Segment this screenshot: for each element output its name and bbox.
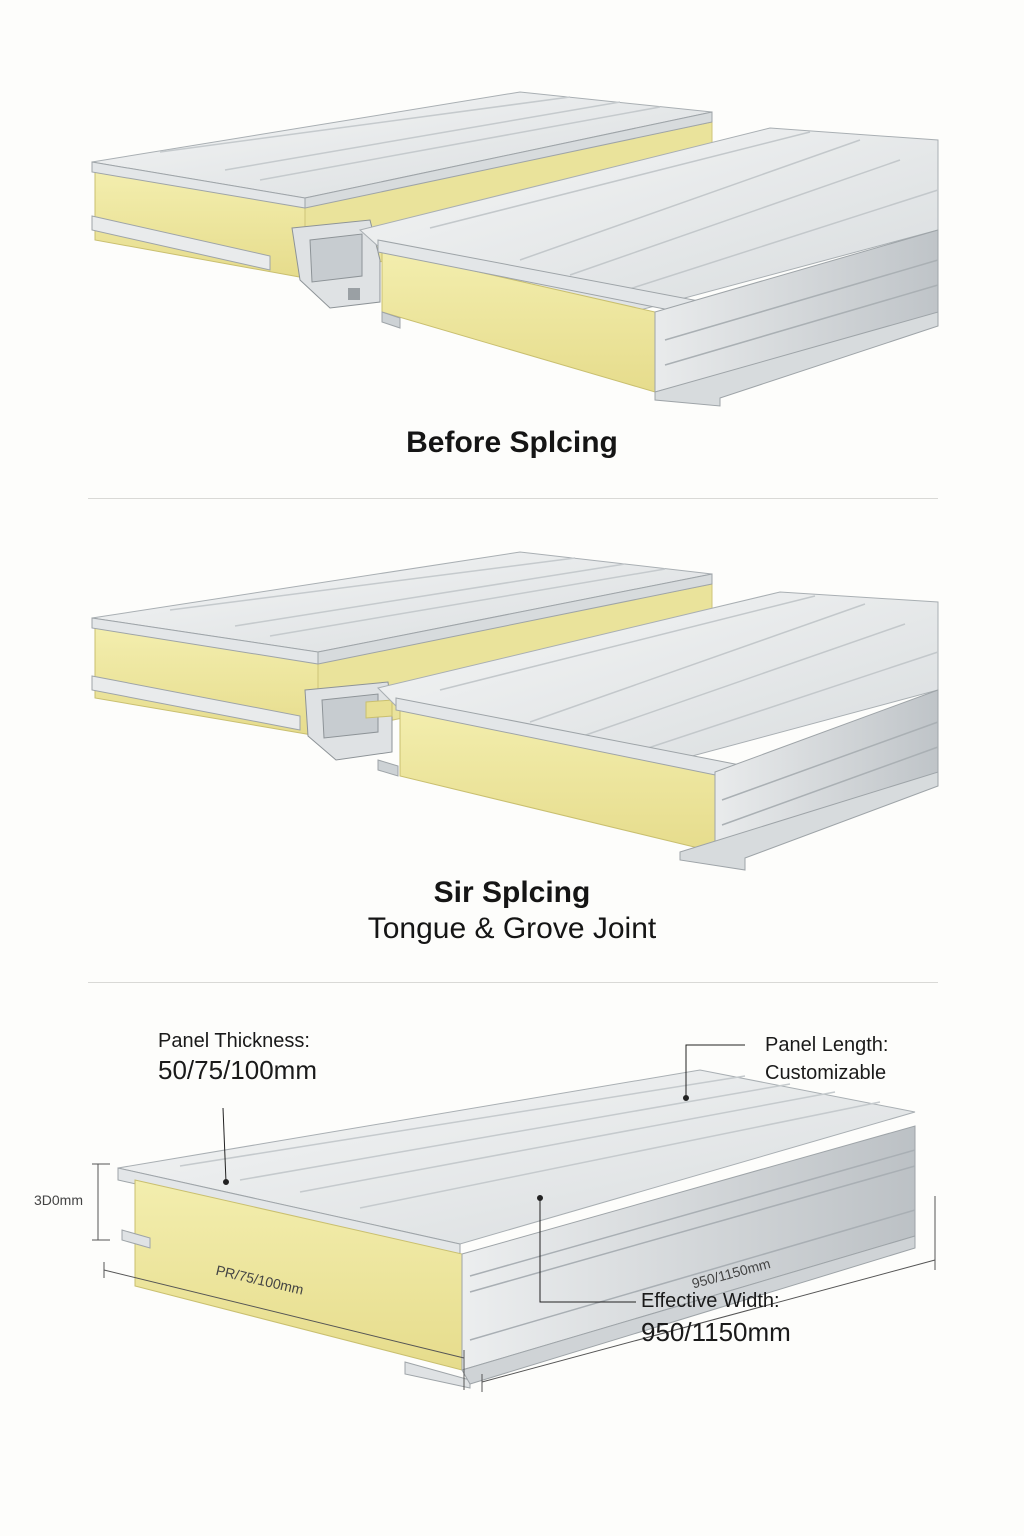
panel-thickness-label: Panel Thickness: xyxy=(158,1030,310,1052)
splicing-caption-line1: Sir Splcing xyxy=(433,876,591,909)
panel-length-label: Panel Length: xyxy=(765,1034,889,1056)
section-divider xyxy=(88,982,938,983)
splicing-caption-line2: Tongue & Grove Joint xyxy=(367,912,657,945)
splicing-illustration xyxy=(91,551,939,871)
joint-connector xyxy=(304,681,393,761)
panel-thickness-value: 50/75/100mm xyxy=(158,1055,317,1085)
section-divider xyxy=(88,498,938,499)
joint-connector xyxy=(291,219,381,309)
effective-width-value: 950/1150mm xyxy=(641,1317,791,1347)
before-splicing-caption: Before Splcing xyxy=(406,426,618,459)
panel-body xyxy=(117,1069,916,1389)
right-panel xyxy=(358,127,939,407)
panel-length-value: Customizable xyxy=(765,1062,887,1084)
effective-width-label: Effective Width: xyxy=(641,1290,780,1312)
height-dimension-label: 3D0mm xyxy=(34,1192,84,1208)
single-panel-dimension-illustration xyxy=(92,1044,936,1392)
dimension-lines xyxy=(92,1163,936,1392)
leader-lines xyxy=(222,1044,745,1303)
right-panel xyxy=(377,591,939,871)
before-splicing-illustration xyxy=(91,91,939,407)
